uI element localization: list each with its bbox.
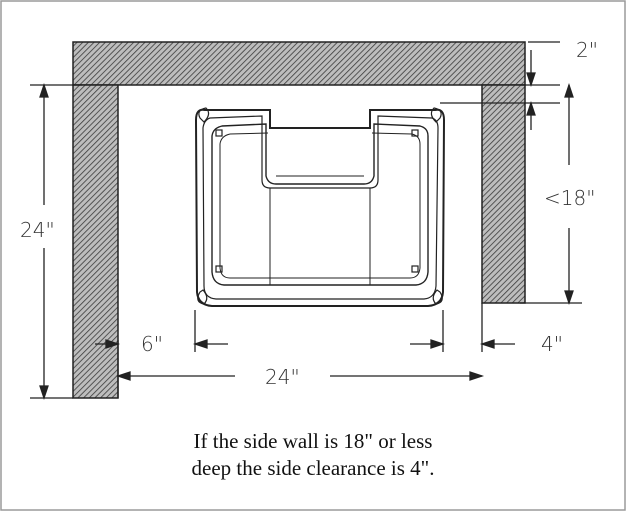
dim-label-total-depth: 24" [20, 218, 55, 242]
fixture-outer-shell [202, 115, 439, 300]
dimension-lines [30, 41, 582, 401]
left-side-wall [72, 84, 119, 399]
fixture-seat [211, 123, 429, 286]
dim-label-width: 24" [265, 365, 300, 389]
right-side-wall [481, 84, 526, 304]
caption-line-2: deep the side clearance is 4". [191, 456, 435, 480]
dim-label-right-clearance: 4" [541, 332, 563, 356]
back-wall [72, 41, 526, 86]
dim-label-top-gap: 2" [576, 38, 598, 62]
fixture-bowl [219, 132, 421, 279]
fixture-top-view [194, 107, 446, 307]
fixture-lid-top [269, 110, 371, 129]
fixture-bolts [197, 107, 443, 305]
fixture-outline [194, 108, 446, 307]
wall-alcove [72, 41, 526, 399]
caption-line-1: If the side wall is 18" or less [193, 429, 433, 453]
dim-label-left-clearance: 6" [141, 332, 163, 356]
dim-label-side-depth: <18" [544, 186, 595, 210]
